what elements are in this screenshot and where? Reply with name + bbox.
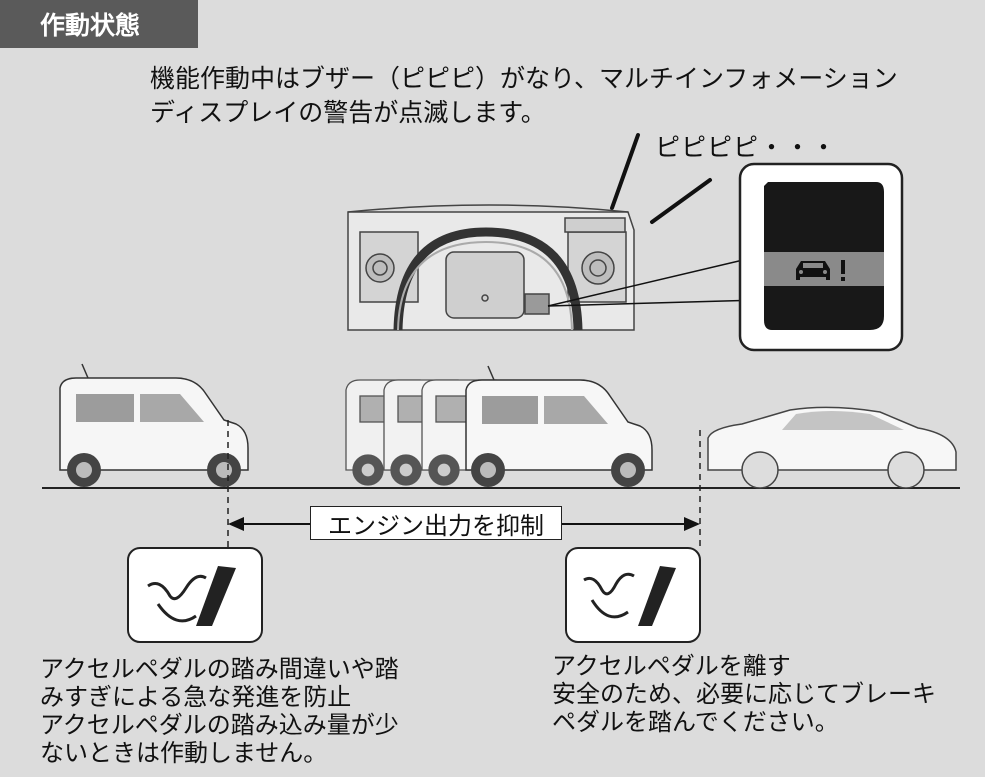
buzzer-sound-lines [610,133,712,224]
section-title: 作動状態 [0,0,198,48]
multi-information-display [738,162,904,352]
dashboard-illustration [347,204,635,331]
pedal-misapplication-caption: アクセルペダルの踏み間違いや踏 みすぎによる急な発進を防止 アクセルペダルの踏み… [40,655,399,767]
foot-pressing-accelerator-icon [127,547,263,643]
callout-lines [547,255,761,307]
van-stopped-position [465,365,653,487]
suppression-range-arrow [228,517,700,531]
intro-text: 機能作動中はブザー（ピピピ）がなり、マルチインフォメーション ディスプレイの警告… [150,64,898,127]
sedan-ahead [707,406,957,489]
van-start-position [59,363,249,487]
foot-releasing-accelerator-icon [565,547,701,643]
position-markers [227,420,701,548]
buzzer-sound-text: ピピピピ・・・ [655,133,838,162]
car-warning-icon [796,260,845,281]
engine-output-suppression-label: エンジン出力を抑制 [310,506,562,540]
release-accelerator-caption: アクセルペダルを離す 安全のため、必要に応じてブレーキ ペダルを踏んでください。 [552,652,936,736]
